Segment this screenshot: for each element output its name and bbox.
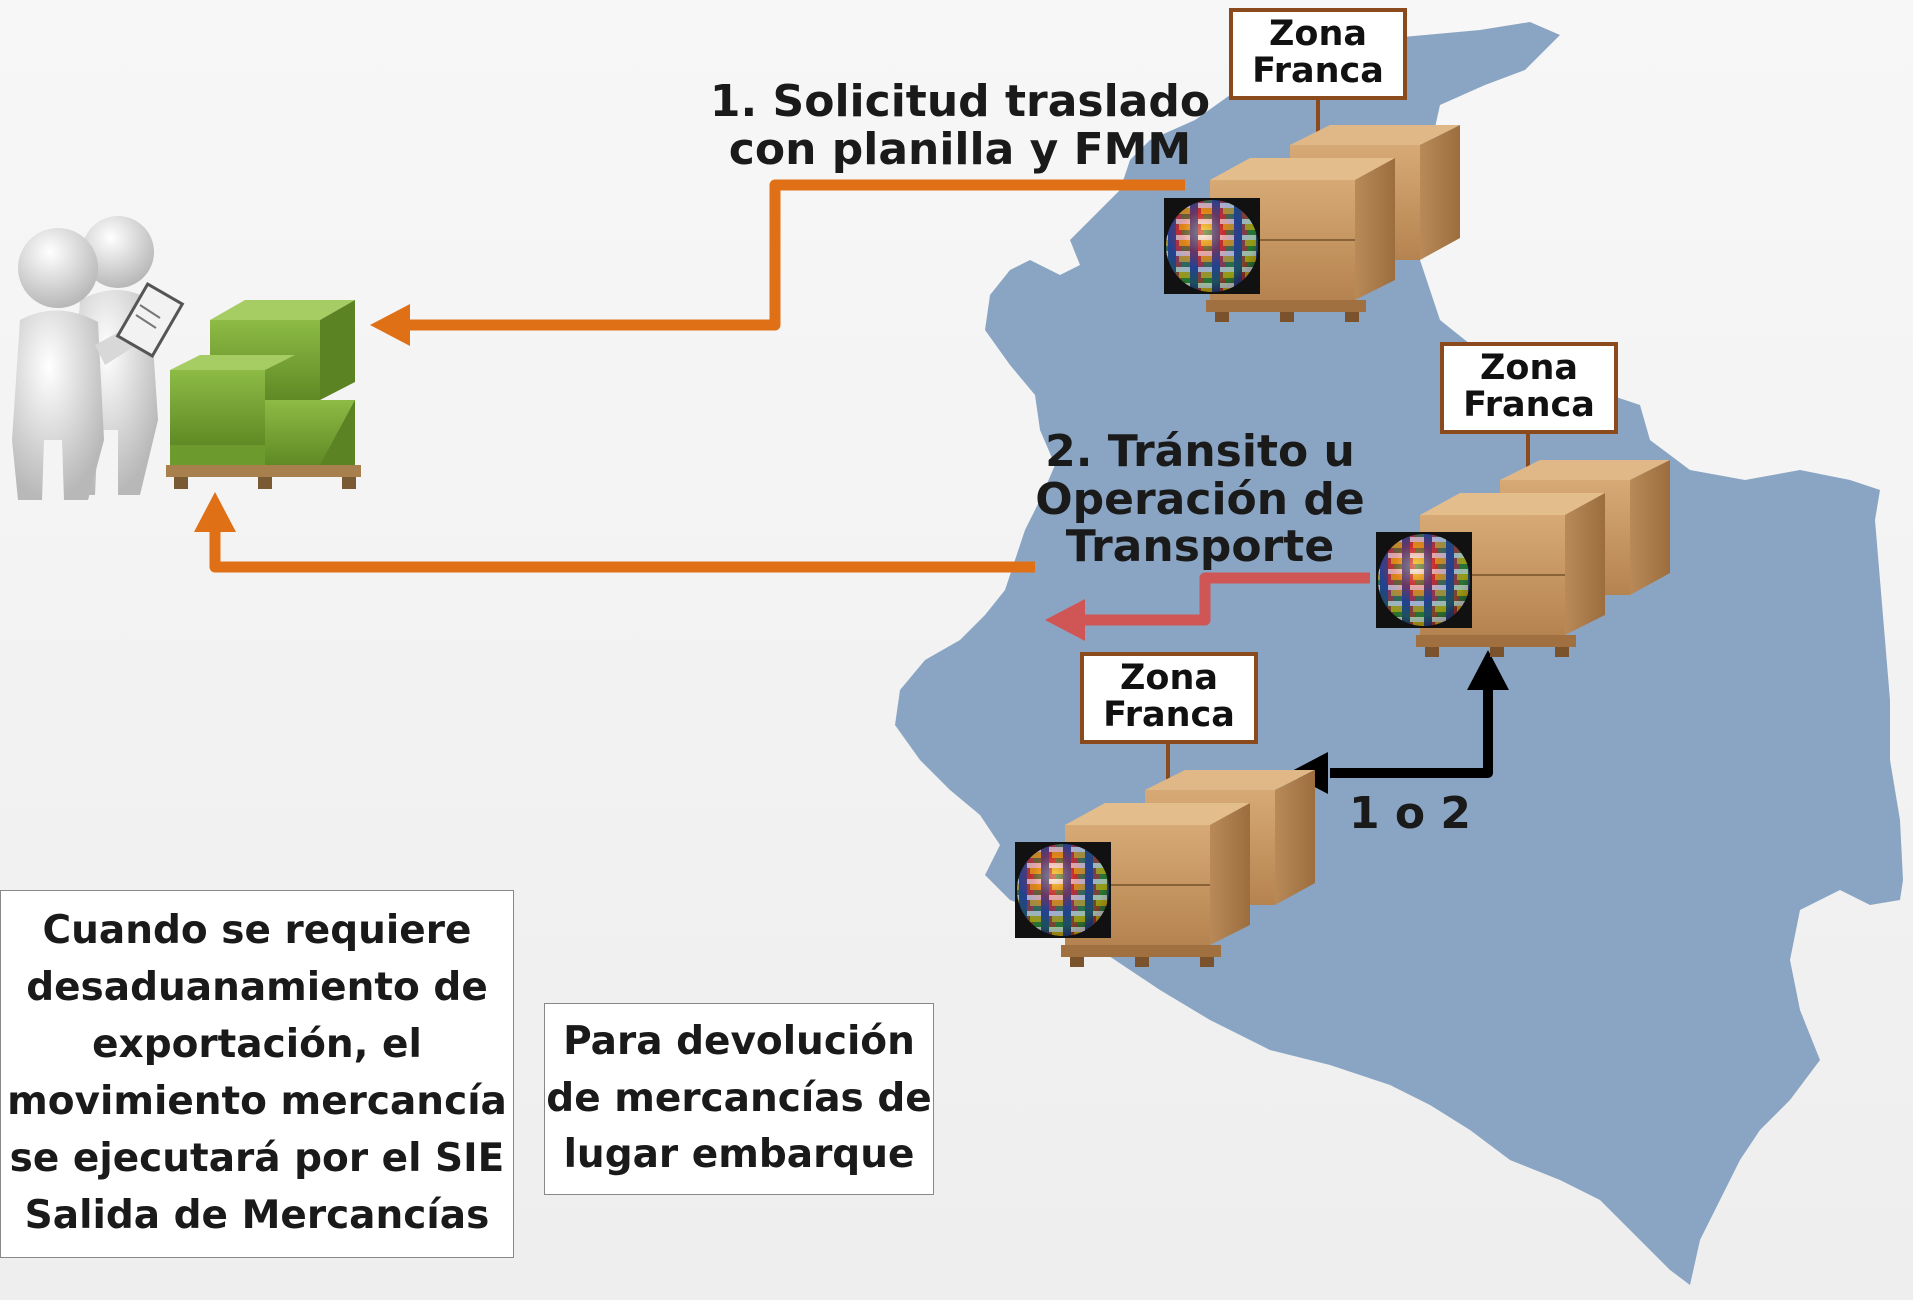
return-note-line: de mercancías de	[546, 1075, 932, 1121]
route1-label-line2: con planilla y FMM	[728, 123, 1192, 175]
export-note-line: desaduanamiento de	[26, 965, 488, 1011]
export-note-line: Cuando se requiere	[42, 908, 472, 954]
carton-pallet-boxes-icon	[1061, 770, 1315, 967]
export-note-line: se ejecutará por el SIE	[9, 1135, 505, 1181]
flag-globe-icon	[1015, 842, 1111, 938]
zone-line2: Franca	[1103, 694, 1235, 735]
return-arrow	[1045, 572, 1370, 641]
export-note-box: Cuando se requiere desaduanamiento de ex…	[0, 890, 514, 1258]
export-note-line: movimiento mercancía	[7, 1079, 507, 1124]
zone-line1: Zona	[1480, 348, 1578, 388]
map-shape	[895, 22, 1903, 1285]
route1-label: 1. Solicitud traslado con planilla y FMM	[700, 78, 1220, 173]
flag-globe-icon	[1376, 532, 1472, 628]
green-pallet-boxes-icon	[166, 300, 361, 489]
route2-label-line2: Operación de	[1035, 473, 1365, 525]
return-note-line: lugar embarque	[563, 1132, 915, 1178]
zona-franca-label-east: Zona Franca	[1440, 342, 1618, 434]
export-note-line: Salida de Mercancías	[24, 1192, 490, 1238]
return-note-line: Para devolución	[563, 1018, 915, 1064]
route2-arrow	[194, 492, 1035, 573]
two-people-inspecting-icon	[12, 216, 185, 500]
flag-globe-icon	[1164, 198, 1260, 294]
zone-line1: Zona	[1120, 658, 1218, 698]
zone-line2: Franca	[1463, 384, 1595, 425]
route2-label-line3: Transporte	[1065, 521, 1335, 573]
route1-label-line1: 1. Solicitud traslado	[709, 76, 1211, 127]
zona-franca-label-southwest: Zona Franca	[1080, 652, 1258, 744]
zona-franca-label-north: Zona Franca	[1229, 8, 1407, 100]
option-label-text: 1 o 2	[1348, 788, 1472, 839]
return-note-box: Para devolución de mercancías de lugar e…	[544, 1003, 934, 1195]
export-note-line: exportación, el	[92, 1022, 422, 1068]
route1-arrow	[370, 179, 1185, 346]
zone-line2: Franca	[1252, 50, 1384, 91]
route2-label-line1: 2. Tránsito u	[1045, 426, 1355, 477]
zone-line1: Zona	[1269, 14, 1367, 54]
route2-label: 2. Tránsito u Operación de Transporte	[1020, 428, 1380, 571]
option-label: 1 o 2	[1330, 790, 1490, 838]
